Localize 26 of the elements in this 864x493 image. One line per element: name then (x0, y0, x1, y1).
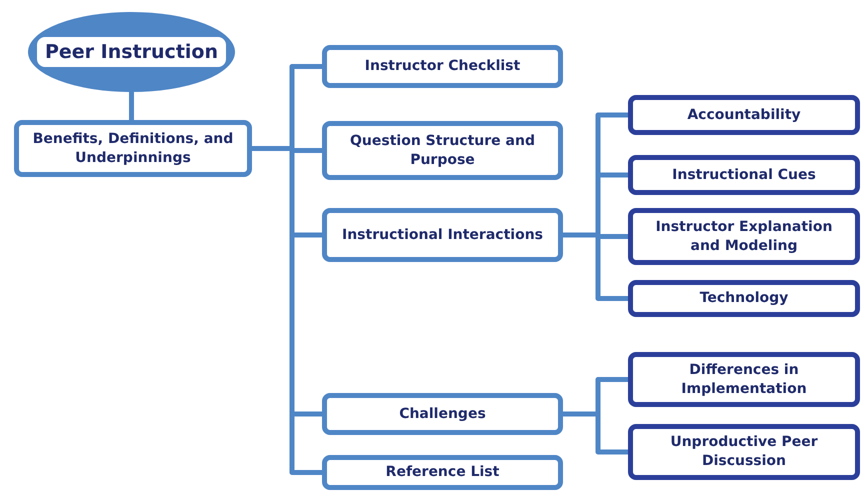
topic-box (628, 352, 860, 407)
topic-label: Differences in Implementation (680, 360, 808, 398)
topic-label: Accountability (686, 106, 802, 124)
topic-label: Instructional Cues (671, 166, 817, 184)
topic-box (628, 280, 860, 317)
title-label: Peer Instruction (36, 37, 226, 67)
topic-label: Question Structure and Purpose (349, 132, 536, 170)
topic-label: Instructor Checklist (364, 57, 522, 76)
topic-box (322, 455, 563, 490)
topic-box (628, 424, 860, 480)
connector-line (129, 92, 134, 120)
topic-label: Challenges (398, 404, 487, 424)
topic-box (628, 208, 860, 265)
topic-label: Instructional Interactions (341, 226, 544, 244)
topic-box (628, 155, 860, 195)
topic-label: Instructor Explanation and Modeling (654, 218, 834, 256)
topic-label: Technology (698, 289, 790, 308)
topic-box (322, 393, 563, 435)
topic-box (322, 45, 563, 88)
topic-box (628, 95, 860, 135)
topic-box (14, 120, 252, 177)
topic-label: Unproductive Peer Discussion (669, 433, 819, 471)
topic-box (322, 121, 563, 180)
topic-box (322, 208, 563, 262)
topic-label: Benefits, Definitions, and Underpinnings (32, 130, 234, 168)
topic-label: Reference List (384, 463, 500, 482)
